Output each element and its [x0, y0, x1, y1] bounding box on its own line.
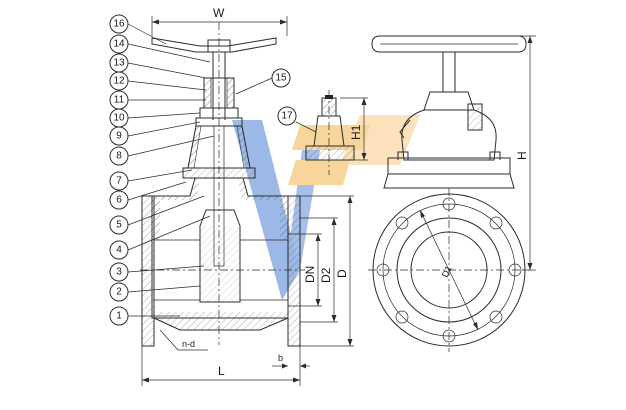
callout-3: 3	[109, 262, 129, 282]
dim-label-h1: H1	[349, 124, 363, 140]
svg-text:15: 15	[275, 73, 287, 84]
callout-11: 11	[109, 90, 129, 110]
callout-10: 10	[109, 108, 129, 128]
detail-17: H1	[295, 90, 368, 175]
dim-label-w: W	[213, 6, 225, 20]
dim-label-d2: D2	[319, 267, 333, 283]
dim-label-l: L	[218, 364, 225, 378]
svg-text:6: 6	[116, 195, 122, 206]
callout-13: 13	[109, 53, 129, 73]
callout-17: 17	[277, 106, 297, 126]
dimension-b: b	[272, 353, 310, 369]
svg-text:10: 10	[113, 113, 125, 124]
section-view	[140, 22, 305, 347]
callout-5: 5	[109, 215, 129, 235]
callout-6: 6	[109, 190, 129, 210]
svg-text:16: 16	[113, 19, 125, 30]
callout-7: 7	[109, 171, 129, 191]
svg-text:5: 5	[116, 220, 122, 231]
callout-2: 2	[109, 282, 129, 302]
svg-text:12: 12	[113, 76, 125, 87]
callout-9: 9	[109, 126, 129, 146]
callouts: 16 14 13 12 11 10 9 8 7 6 5 4 3 2 1 15 1…	[109, 14, 297, 326]
end-view: H D1	[368, 35, 536, 352]
svg-text:11: 11	[114, 95, 125, 106]
callout-8: 8	[109, 146, 129, 166]
svg-text:3: 3	[116, 267, 122, 278]
callout-4: 4	[109, 240, 129, 260]
svg-text:1: 1	[116, 311, 122, 322]
svg-text:13: 13	[113, 58, 125, 69]
callout-15: 15	[271, 68, 291, 88]
leader-lines	[127, 23, 273, 317]
svg-text:8: 8	[116, 151, 122, 162]
callout-1: 1	[109, 306, 129, 326]
svg-text:17: 17	[281, 111, 293, 122]
svg-text:2: 2	[116, 287, 122, 298]
callout-16: 16	[109, 14, 129, 34]
svg-text:4: 4	[116, 245, 122, 256]
dimension-w: W	[151, 6, 288, 36]
dim-label-d1: D1	[440, 264, 454, 279]
dim-label-dn: DN	[303, 266, 317, 283]
dimension-dn-d2-d: DN D2 D	[288, 195, 354, 347]
dim-label-b: b	[278, 353, 283, 363]
svg-text:7: 7	[116, 176, 122, 187]
dimension-nd: n-d	[159, 329, 208, 351]
svg-text:14: 14	[113, 39, 125, 50]
dim-label-d: D	[335, 269, 349, 278]
dim-label-h: H	[515, 151, 529, 160]
callout-14: 14	[109, 34, 129, 54]
svg-text:9: 9	[116, 131, 122, 142]
callout-12: 12	[109, 71, 129, 91]
dim-label-nd: n-d	[182, 339, 195, 349]
dimension-l: L	[141, 346, 301, 386]
